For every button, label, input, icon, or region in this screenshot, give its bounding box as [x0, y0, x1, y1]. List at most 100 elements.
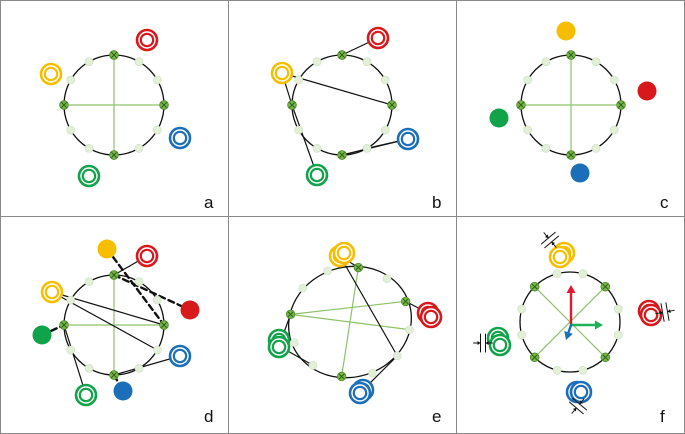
panel-label-d: d [204, 407, 213, 426]
node-dot [153, 295, 162, 305]
target-red-inner [370, 30, 386, 46]
marked-node-cross [339, 152, 345, 158]
node-dot [84, 144, 94, 153]
target-blue-inner [400, 131, 416, 147]
node-dot [382, 274, 392, 283]
offset-marker-arrowhead [544, 234, 549, 239]
marked-node-cross [61, 322, 67, 328]
node-dot [66, 345, 75, 355]
marked-node-cross [618, 102, 624, 108]
offset-marker-arrowhead [572, 407, 577, 412]
marked-node-cross [111, 372, 117, 378]
target-yellow-front-inner [336, 245, 352, 261]
marked-node-cross [389, 102, 395, 108]
dashed-path [105, 247, 166, 327]
marked-node-cross [338, 373, 345, 380]
marked-node-cross [289, 102, 295, 108]
node-dot [153, 75, 162, 85]
source-blue [113, 381, 133, 401]
source-green [32, 325, 52, 345]
panel-f [473, 231, 675, 415]
node-dot [517, 330, 527, 340]
source-green [489, 108, 509, 128]
marked-node-cross [402, 298, 409, 305]
dashed-path [112, 273, 192, 312]
marked-node-cross [287, 311, 294, 318]
node-dot [362, 57, 372, 66]
marked-node-cross [531, 354, 538, 361]
node-dot [381, 125, 390, 135]
panel-c [489, 21, 657, 183]
target-blue-inner [172, 130, 188, 146]
main-circle [291, 54, 393, 156]
target-yellow-inner [44, 284, 60, 300]
node-dot [552, 269, 562, 279]
node-dot [405, 325, 414, 334]
marked-node-cross [111, 152, 117, 158]
offset-marker-arrowhead [667, 309, 671, 314]
node-dot [312, 57, 322, 66]
node-dot [523, 75, 532, 85]
panel-label-a: a [204, 193, 214, 212]
panel-label-c: c [660, 193, 669, 212]
marked-node-cross [602, 354, 609, 361]
target-red-inner [139, 248, 155, 264]
target-red-front-inner [423, 309, 439, 325]
panel-b [270, 26, 420, 187]
panel-label-b: b [432, 193, 441, 212]
offset-marker-arrowhead [477, 341, 481, 345]
target-green-inner [78, 387, 94, 403]
node-dot [368, 368, 377, 378]
node-dot [134, 144, 144, 153]
connector-line [63, 324, 87, 396]
node-dot [312, 144, 322, 153]
target-green-inner [309, 167, 325, 183]
connector-line [339, 255, 398, 357]
panel-label-f: f [660, 407, 665, 426]
panel-a [39, 28, 192, 188]
marked-node-cross [111, 52, 117, 58]
target-red-inner [139, 32, 155, 48]
node-dot [523, 125, 532, 135]
node-dot [298, 283, 308, 293]
node-dot [591, 57, 601, 66]
target-red-front-inner [643, 307, 659, 323]
node-dot [84, 57, 94, 66]
node-dot [294, 75, 303, 85]
node-dot [323, 266, 332, 276]
target-green-front-inner [492, 337, 508, 353]
marked-node-cross [111, 272, 117, 278]
node-dot [294, 125, 303, 135]
marked-node-cross [161, 102, 167, 108]
node-dot [381, 75, 390, 85]
axis-arrow-green-head [595, 320, 603, 330]
marked-node-cross [355, 264, 362, 271]
node-dot [290, 338, 299, 347]
node-dot [153, 345, 162, 355]
source-red [637, 81, 657, 101]
node-dot [541, 144, 551, 153]
connector-line [113, 355, 181, 376]
node-dot [308, 361, 318, 370]
target-yellow-inner [274, 65, 290, 81]
spoke-line [289, 313, 411, 331]
node-dot [66, 75, 75, 85]
source-blue [570, 163, 590, 183]
target-blue-front-inner [573, 384, 589, 400]
node-dot [134, 57, 144, 66]
node-dot [517, 304, 527, 314]
node-dot [66, 295, 75, 305]
target-green-front-inner [271, 339, 287, 355]
offset-marker-arrowhead [551, 241, 556, 246]
axis-arrow-blue-head [564, 330, 573, 340]
node-dot [134, 277, 144, 286]
axis-arrow-red-head [566, 285, 576, 293]
panel-e [267, 241, 443, 405]
node-dot [578, 269, 588, 279]
marked-node-cross [339, 52, 345, 58]
source-yellow [556, 21, 576, 41]
node-dot [613, 330, 623, 340]
node-dot [610, 125, 619, 135]
marked-node-cross [568, 52, 574, 58]
